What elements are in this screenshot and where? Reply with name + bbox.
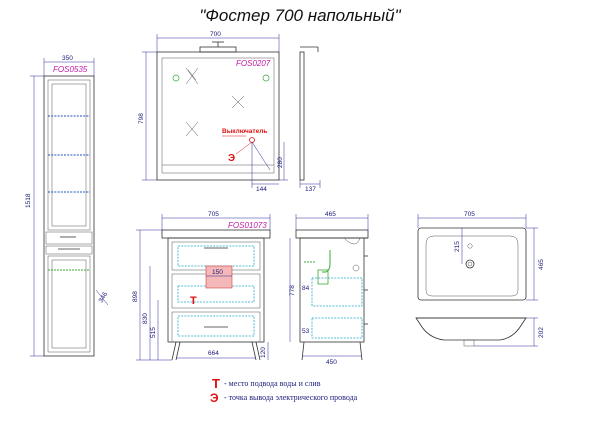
cabinet-depth-dim: 346 <box>98 291 110 304</box>
vanity-h830-dim: 830 <box>142 313 149 324</box>
legend-electric-text: - точка вывода электрического провода <box>224 393 358 402</box>
side-53-dim: 53 <box>302 328 310 335</box>
sink-width-dim: 705 <box>464 211 475 218</box>
cabinet-width-dim: 350 <box>62 55 73 62</box>
cabinet-code: FOS0535 <box>53 65 88 74</box>
mirror-offset-h-dim: 144 <box>256 186 267 193</box>
sink-215-dim: 215 <box>454 241 461 252</box>
side-84-dim: 84 <box>302 285 310 292</box>
tall-cabinet <box>30 58 109 357</box>
side-base-dim: 450 <box>326 359 337 366</box>
vanity-base-width-dim: 664 <box>208 350 219 357</box>
water-marker-vanity: Т <box>190 295 197 307</box>
switch-label: Выключатель <box>222 128 267 135</box>
vanity-leg-dim: 120 <box>260 347 267 358</box>
mirror-offset-v-dim: 280 <box>277 157 284 168</box>
vanity-side <box>289 214 369 361</box>
legend: Т - место подвода воды и слив Э - точка … <box>210 376 358 405</box>
side-height-dim: 778 <box>289 285 296 296</box>
sink-top <box>415 214 538 347</box>
legend-water-symbol: Т <box>212 376 220 391</box>
sink-depth-dim: 465 <box>538 259 545 270</box>
vanity-code: FOS01073 <box>228 221 267 230</box>
page-title: "Фостер 700 напольный" <box>199 6 401 25</box>
cabinet-height-dim: 1518 <box>25 193 32 208</box>
mirror-height-dim: 798 <box>138 113 145 124</box>
sink-height-dim: 202 <box>538 327 545 338</box>
vanity-top-depth-dim: 150 <box>212 269 223 276</box>
side-depth-dim: 465 <box>325 211 336 218</box>
mirror <box>142 34 321 188</box>
vanity-front <box>136 214 271 361</box>
mirror-code: FOS0207 <box>236 59 271 68</box>
mirror-depth-dim: 137 <box>305 186 316 193</box>
legend-electric-symbol: Э <box>210 391 219 405</box>
legend-water-text: - место подвода воды и слив <box>224 379 321 388</box>
electric-marker-mirror: Э <box>228 153 235 164</box>
vanity-h515-dim: 515 <box>150 327 157 338</box>
vanity-height-dim: 898 <box>132 291 139 302</box>
mirror-width-dim: 700 <box>210 31 221 38</box>
vanity-width-dim: 705 <box>208 211 219 218</box>
